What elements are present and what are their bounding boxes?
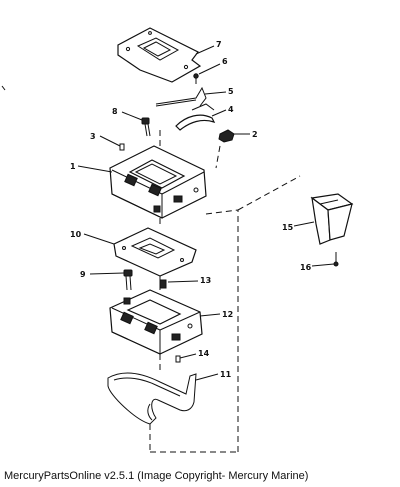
callout-3: 3 [90, 132, 96, 141]
screw-6[interactable] [193, 63, 221, 84]
copyright-footer: MercuryPartsOnline v2.5.1 (Image Copyrig… [4, 470, 309, 482]
dowel-13[interactable] [159, 279, 199, 289]
pin-3[interactable] [99, 135, 125, 151]
bolt-8[interactable] [121, 111, 151, 137]
screw-16[interactable] [311, 252, 339, 267]
edge-mark [1, 85, 6, 91]
callout-13: 13 [200, 276, 211, 285]
callout-labels: 7 6 5 8 4 2 3 1 10 15 16 9 13 12 14 11 [70, 40, 312, 379]
callout-11: 11 [220, 370, 232, 379]
gasket-plate-7[interactable] [117, 27, 215, 83]
callout-14: 14 [198, 349, 210, 358]
callout-12: 12 [222, 310, 233, 319]
callout-6: 6 [222, 57, 228, 66]
reed-stop-4[interactable] [175, 103, 227, 131]
callout-1: 1 [70, 162, 76, 171]
callout-10: 10 [70, 230, 82, 239]
callout-2: 2 [252, 130, 258, 139]
adapter-block-12[interactable] [109, 289, 221, 355]
callout-7: 7 [216, 40, 222, 49]
fitting-2[interactable] [218, 129, 250, 143]
callout-8: 8 [112, 107, 118, 116]
alignment-lines [149, 130, 301, 453]
callout-15: 15 [282, 223, 294, 232]
callout-16: 16 [300, 263, 312, 272]
bell-cup-15[interactable] [293, 193, 354, 245]
callout-9: 9 [80, 270, 86, 279]
callout-5: 5 [228, 87, 234, 96]
reed-block-1[interactable] [77, 145, 207, 219]
callout-4: 4 [228, 105, 234, 114]
seal-ring-11[interactable] [107, 372, 219, 425]
bolt-9[interactable] [89, 269, 133, 291]
retainer-5[interactable] [155, 86, 227, 107]
gasket-10[interactable] [83, 227, 197, 277]
pin-14[interactable] [175, 353, 197, 363]
